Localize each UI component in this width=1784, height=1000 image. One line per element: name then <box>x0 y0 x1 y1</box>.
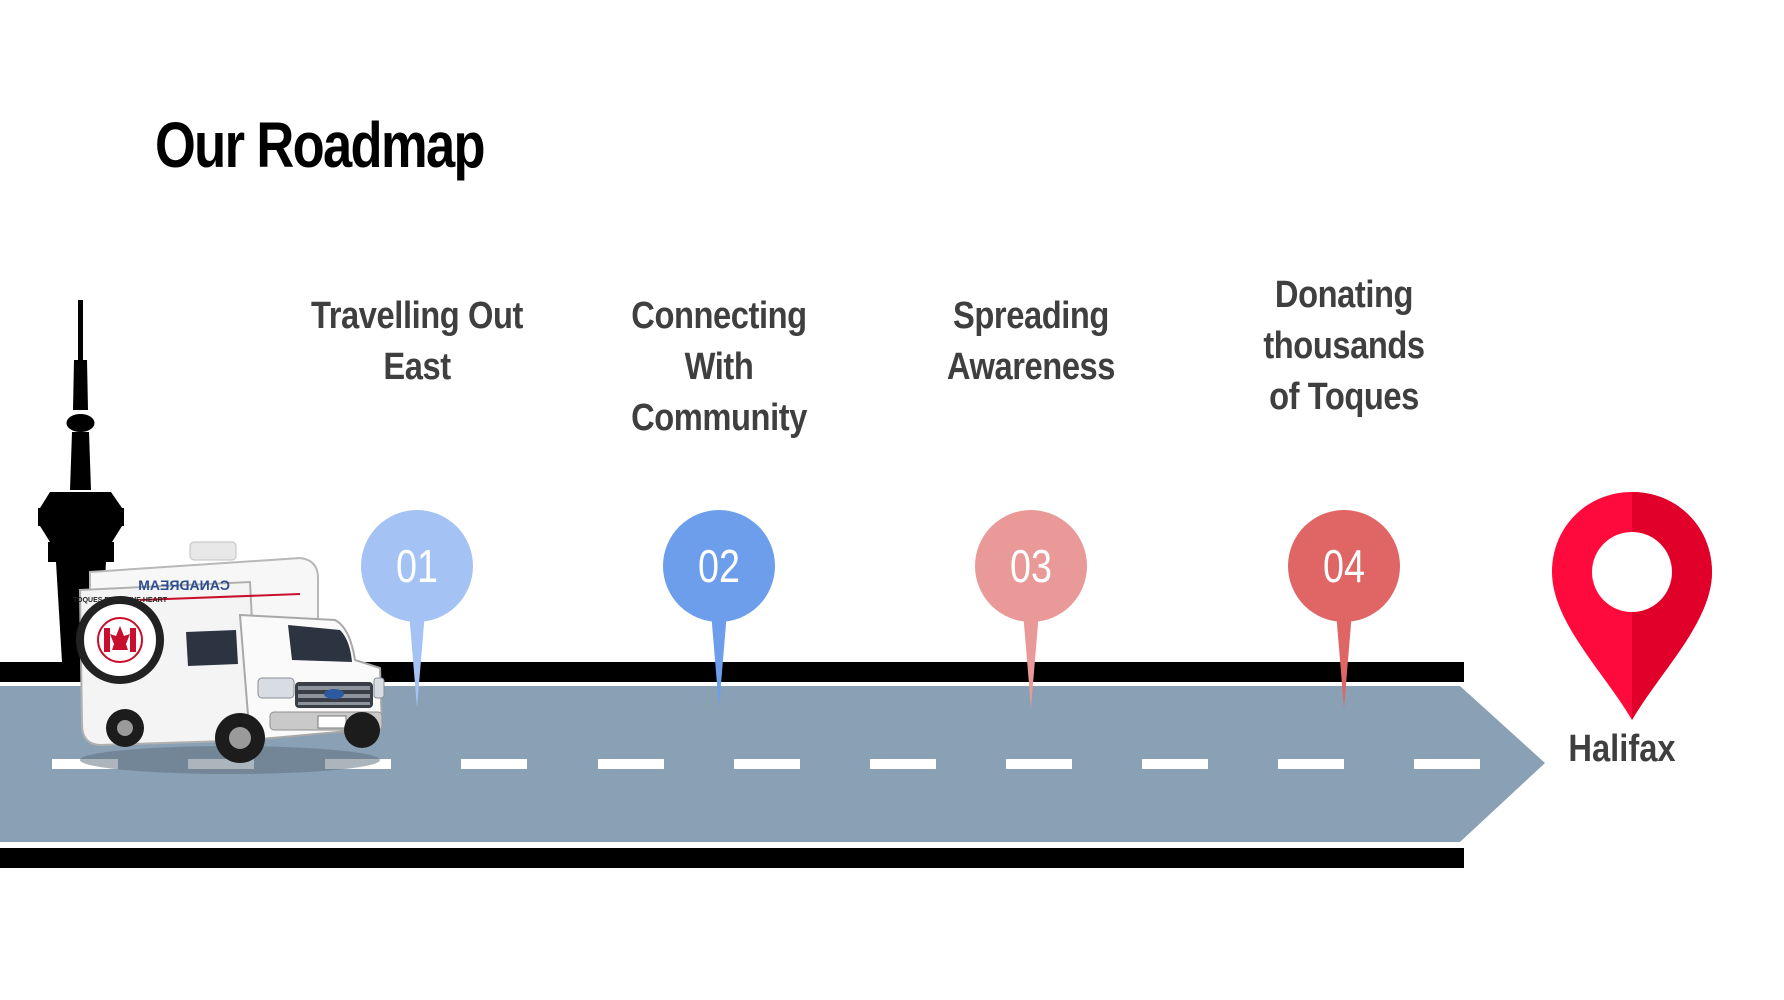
step-number-04: 04 <box>1323 540 1365 592</box>
step-label-02: Connecting With Community <box>631 295 807 439</box>
page-title: Our Roadmap <box>155 109 486 181</box>
rv-brand-text: CANADREAM <box>138 577 230 593</box>
badge-text: TOQUES FROM THE HEART <box>73 597 167 604</box>
step-label-03: Spreading Awareness <box>946 295 1116 388</box>
step-label-04: Donating thousands of Toques <box>1263 274 1425 418</box>
step-pin-03 <box>975 510 1087 708</box>
step-pin-02 <box>663 510 775 708</box>
step-pin-04 <box>1288 510 1400 708</box>
step-number-02: 02 <box>698 540 740 592</box>
destination-pin-icon <box>1552 492 1712 720</box>
destination-label: Halifax <box>1568 728 1676 770</box>
road-bottom-edge <box>0 848 1464 868</box>
step-pin-01 <box>361 510 473 708</box>
step-number-03: 03 <box>1010 540 1052 592</box>
step-number-01: 01 <box>396 540 438 592</box>
rv-vehicle: CANADREAM <box>76 541 385 774</box>
toques-badge <box>76 596 164 684</box>
step-label-01: Travelling Out East <box>311 295 523 388</box>
